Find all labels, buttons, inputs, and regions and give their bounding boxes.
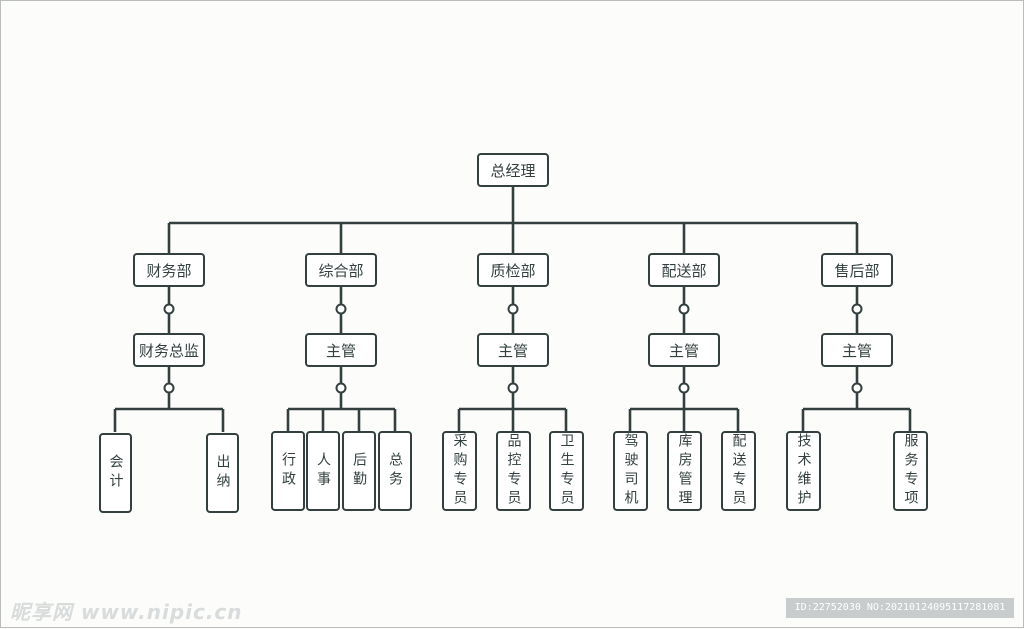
root-node: 总经理	[477, 153, 549, 187]
staff-node: 配送专员	[721, 431, 756, 511]
staff-node: 出纳	[206, 433, 239, 513]
staff-node: 采购专员	[442, 431, 477, 511]
watermark-id: ID:22752030 NO:20210124095117281081	[786, 598, 1014, 618]
staff-node: 服务专项	[893, 431, 928, 511]
junction-dot	[851, 303, 863, 315]
junction-dot	[163, 303, 175, 315]
staff-node: 库房管理	[667, 431, 702, 511]
watermark-logo: 昵享网 www.nipic.cn	[10, 600, 243, 624]
dept-node-delivery: 配送部	[648, 253, 720, 287]
junction-dot	[507, 382, 519, 394]
staff-node: 会计	[99, 433, 132, 513]
staff-node: 人事	[306, 431, 340, 511]
staff-node: 品控专员	[496, 431, 531, 511]
staff-node: 总务	[378, 431, 412, 511]
head-node-general: 主管	[305, 333, 377, 367]
staff-node: 后勤	[342, 431, 376, 511]
junction-dot	[678, 303, 690, 315]
junction-dot	[163, 382, 175, 394]
dept-node-finance: 财务部	[133, 253, 205, 287]
staff-node: 驾驶司机	[613, 431, 648, 511]
dept-node-quality: 质检部	[477, 253, 549, 287]
head-node-after-sales: 主管	[821, 333, 893, 367]
junction-dot	[851, 382, 863, 394]
junction-dot	[335, 382, 347, 394]
head-node-finance: 财务总监	[133, 333, 205, 367]
dept-node-general: 综合部	[305, 253, 377, 287]
staff-node: 技术维护	[786, 431, 821, 511]
junction-dot	[507, 303, 519, 315]
head-node-delivery: 主管	[648, 333, 720, 367]
junction-dot	[335, 303, 347, 315]
staff-node: 行政	[271, 431, 305, 511]
junction-dot	[678, 382, 690, 394]
head-node-quality: 主管	[477, 333, 549, 367]
staff-node: 卫生专员	[549, 431, 584, 511]
dept-node-after-sales: 售后部	[821, 253, 893, 287]
